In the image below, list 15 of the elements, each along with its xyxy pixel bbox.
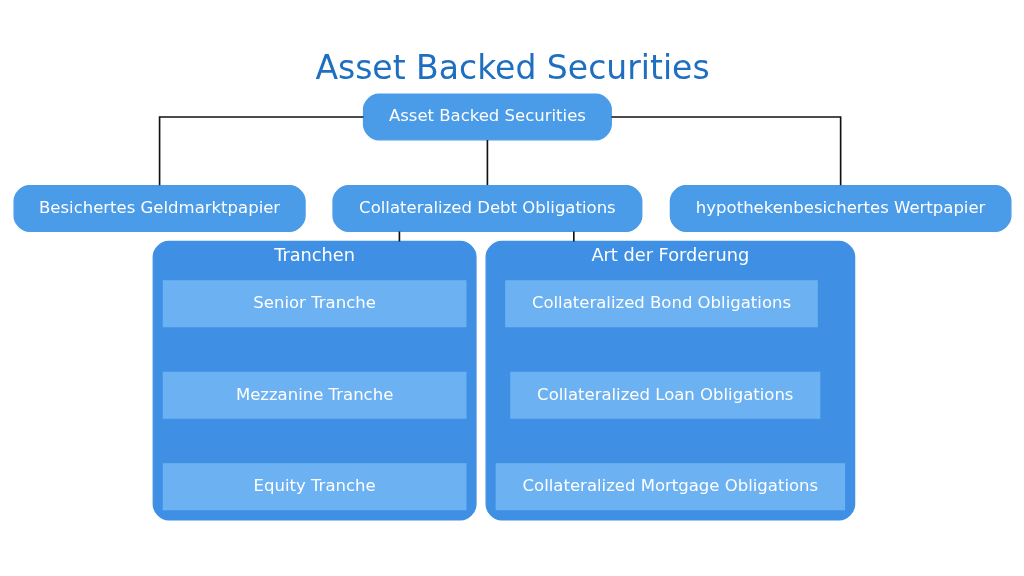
connector (610, 115, 841, 186)
node-box: Collateralized Debt Obligations (331, 184, 642, 232)
node-box: Collateralized Bond Obligations (504, 279, 818, 327)
node-box: Mezzanine Tranche (162, 371, 466, 419)
node-box: Equity Tranche (162, 462, 466, 510)
node-box: hypothekenbesichertes Wertpapier (669, 184, 1012, 232)
node-box: Collateralized Mortgage Obligations (495, 462, 845, 510)
connector (158, 115, 364, 186)
node-box: Asset Backed Securities (362, 92, 612, 140)
connector (486, 138, 488, 186)
connector (572, 230, 575, 242)
diagram-title: Asset Backed Securities (314, 47, 710, 87)
node-box: Collateralized Loan Obligations (509, 371, 820, 419)
node-box: Besichertes Geldmarktpapier (12, 184, 306, 232)
node-box: Senior Tranche (162, 279, 466, 327)
